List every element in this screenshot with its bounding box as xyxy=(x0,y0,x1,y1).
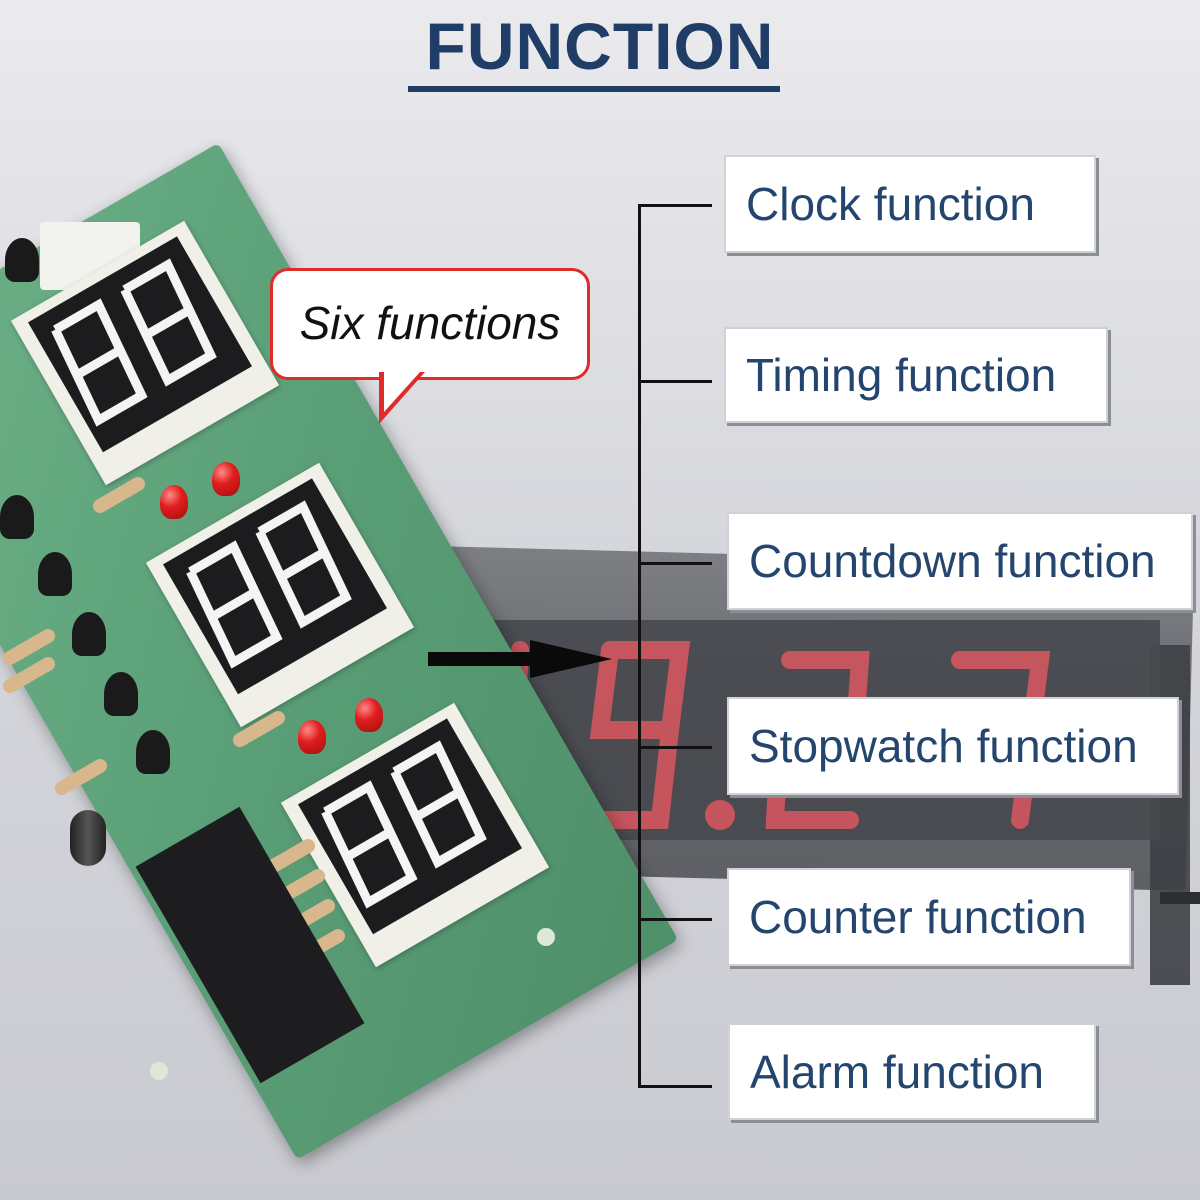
title-underline xyxy=(408,86,780,92)
seven-segment-module-3 xyxy=(280,702,550,968)
segment-face xyxy=(28,236,252,453)
function-box-countdown: Countdown function xyxy=(727,512,1193,610)
segment-digits xyxy=(51,258,217,427)
seven-segment-module-1 xyxy=(10,220,280,486)
seven-segment-module-2 xyxy=(145,462,415,728)
transistor xyxy=(38,552,72,596)
transistor xyxy=(5,238,39,282)
function-box-clock: Clock function xyxy=(724,155,1096,253)
transistor xyxy=(136,730,170,774)
electrolytic-capacitor xyxy=(70,810,106,866)
function-box-stopwatch: Stopwatch function xyxy=(727,697,1179,795)
segment-digits xyxy=(321,740,487,909)
mounting-hole xyxy=(537,928,555,946)
callout-tail-fill xyxy=(384,372,420,412)
transistor xyxy=(104,672,138,716)
red-led xyxy=(160,485,188,519)
bracket-tick xyxy=(638,562,712,565)
function-box-timing: Timing function xyxy=(724,327,1108,423)
function-label: Stopwatch function xyxy=(749,720,1138,772)
function-label: Counter function xyxy=(749,891,1087,943)
led-display-cable xyxy=(1160,892,1200,904)
callout-bubble xyxy=(270,268,590,380)
page-title: FUNCTION xyxy=(425,9,775,83)
function-box-counter: Counter function xyxy=(727,868,1131,966)
bracket-tick xyxy=(638,380,712,383)
bracket-tick xyxy=(638,1085,712,1088)
segment-digits xyxy=(186,500,352,669)
mounting-hole xyxy=(150,1062,168,1080)
red-led xyxy=(355,698,383,732)
red-led xyxy=(298,720,326,754)
function-label: Countdown function xyxy=(749,535,1156,587)
callout-text: Six functions xyxy=(299,297,561,349)
segment-face xyxy=(163,478,387,695)
function-label: Clock function xyxy=(746,178,1035,230)
red-led xyxy=(212,462,240,496)
function-box-alarm: Alarm function xyxy=(728,1023,1096,1120)
segment-face xyxy=(298,718,522,935)
function-label: Alarm function xyxy=(750,1045,1045,1098)
pointer-arrow-icon xyxy=(530,640,612,678)
transistor xyxy=(0,495,34,539)
function-label: Timing function xyxy=(746,349,1057,401)
bracket-tick xyxy=(638,746,712,749)
transistor xyxy=(72,612,106,656)
bracket-tick xyxy=(638,918,712,921)
bracket-tick xyxy=(638,204,712,207)
pointer-arrow-shaft xyxy=(428,652,548,666)
bracket-line xyxy=(638,205,641,1088)
